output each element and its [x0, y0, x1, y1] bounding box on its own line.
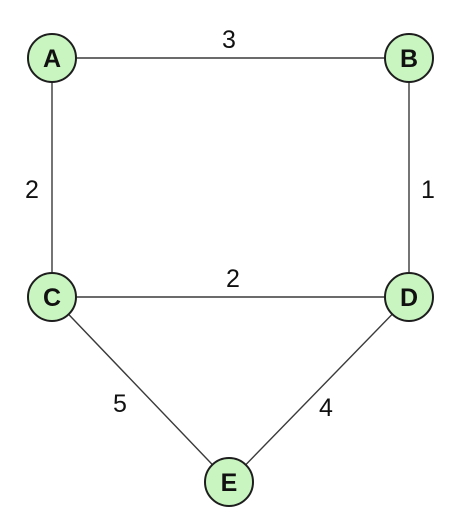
node-c-label: C — [43, 284, 61, 312]
node-b-label: B — [400, 45, 418, 73]
node-e-circle — [204, 457, 254, 507]
edge-c-e — [51, 296, 230, 483]
weight-label-c-e: 5 — [113, 390, 127, 418]
weight-label-b-d: 1 — [421, 176, 435, 204]
node-c-circle — [27, 272, 77, 322]
node-e: E — [204, 457, 254, 507]
node-a-label: A — [43, 45, 61, 73]
weight-label-c-d: 2 — [226, 265, 240, 293]
node-b-circle — [384, 33, 434, 83]
node-a-circle — [27, 33, 77, 83]
node-a: A — [27, 33, 77, 83]
node-c: C — [27, 272, 77, 322]
node-b: B — [384, 33, 434, 83]
weight-label-a-b: 3 — [222, 26, 236, 54]
node-e-label: E — [221, 469, 238, 497]
node-d: D — [384, 272, 434, 322]
edge-d-e — [228, 296, 410, 483]
node-d-circle — [384, 272, 434, 322]
node-d-label: D — [400, 284, 418, 312]
weight-label-a-c: 2 — [25, 176, 39, 204]
weight-label-d-e: 4 — [319, 394, 333, 422]
